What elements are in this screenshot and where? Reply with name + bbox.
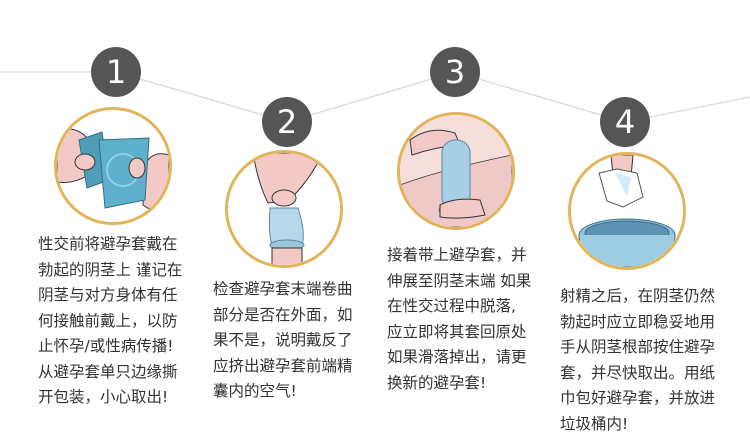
step-3-line: 应立即将其套回原处 bbox=[387, 322, 527, 341]
step-3-line: 如果滑落掉出，请更 bbox=[387, 348, 527, 366]
step-4-line: 巾包好避孕套，并放进 bbox=[560, 389, 716, 407]
step-3-number-badge: 3 bbox=[430, 47, 480, 97]
step-1-line: 从避孕套单只边缘撕 bbox=[38, 362, 178, 381]
step-1-illustration bbox=[54, 107, 172, 225]
step-1-line: 止怀孕/或性病传播! bbox=[38, 337, 174, 355]
step-4-line: 套，并尽快取出。用纸 bbox=[560, 363, 716, 382]
step-2-line: 应挤出避孕套前端精 bbox=[213, 356, 353, 375]
tissue-trash-bin-icon bbox=[571, 155, 683, 267]
step-3-description: 接着带上避孕套，并 伸展至阴茎末端 如果 在性交过程中脱落, 应立即将其套回原处… bbox=[387, 243, 531, 396]
hands-tearing-wrapper-icon bbox=[57, 110, 169, 222]
step-2-line: 检查避孕套末端卷曲 bbox=[213, 280, 353, 298]
step-1-line: 勃起的阴茎上 谨记在 bbox=[38, 260, 183, 279]
step-1-line: 阴茎与对方身体有任 bbox=[38, 286, 178, 304]
step-3-line: 接着带上避孕套，并 bbox=[387, 246, 527, 264]
step-3-line: 换新的避孕套! bbox=[387, 373, 487, 392]
step-2-line: 囊内的空气! bbox=[213, 382, 297, 400]
step-2-line: 部分是否在外面，如 bbox=[213, 305, 353, 324]
step-1-line: 何接触前戴上，以防 bbox=[38, 311, 178, 330]
step-3-illustration bbox=[397, 112, 515, 230]
step-4-line: 垃圾桶内! bbox=[560, 414, 629, 433]
step-2-number-badge: 2 bbox=[262, 97, 312, 147]
step-4-line: 勃起时应立即稳妥地用 bbox=[560, 312, 716, 331]
step-2-line: 果不是，说明戴反了 bbox=[213, 331, 353, 349]
step-4-line: 射精之后，在阴茎仍然 bbox=[560, 287, 716, 305]
step-1-line: 开包装，小心取出! bbox=[38, 388, 169, 406]
pinching-condom-tip-icon bbox=[228, 153, 340, 265]
step-1-line: 性交前将避孕套戴在 bbox=[38, 235, 178, 253]
step-3-line: 伸展至阴茎末端 如果 bbox=[387, 271, 532, 290]
step-2-illustration bbox=[225, 150, 343, 268]
step-4-description: 射精之后，在阴茎仍然 勃起时应立即稳妥地用 手从阴茎根部按住避孕 套，并尽快取出… bbox=[560, 284, 715, 437]
step-1-description: 性交前将避孕套戴在 勃起的阴茎上 谨记在 阴茎与对方身体有任 何接触前戴上，以防… bbox=[38, 232, 182, 411]
step-2-description: 检查避孕套末端卷曲 部分是否在外面，如 果不是，说明戴反了 应挤出避孕套前端精 … bbox=[213, 277, 353, 405]
step-4-number-badge: 4 bbox=[600, 97, 650, 147]
step-1-number-badge: 1 bbox=[91, 47, 141, 97]
unrolling-condom-icon bbox=[400, 115, 512, 227]
step-4-illustration bbox=[568, 152, 686, 270]
step-3-line: 在性交过程中脱落, bbox=[387, 297, 516, 315]
step-4-line: 手从阴茎根部按住避孕 bbox=[560, 338, 716, 356]
